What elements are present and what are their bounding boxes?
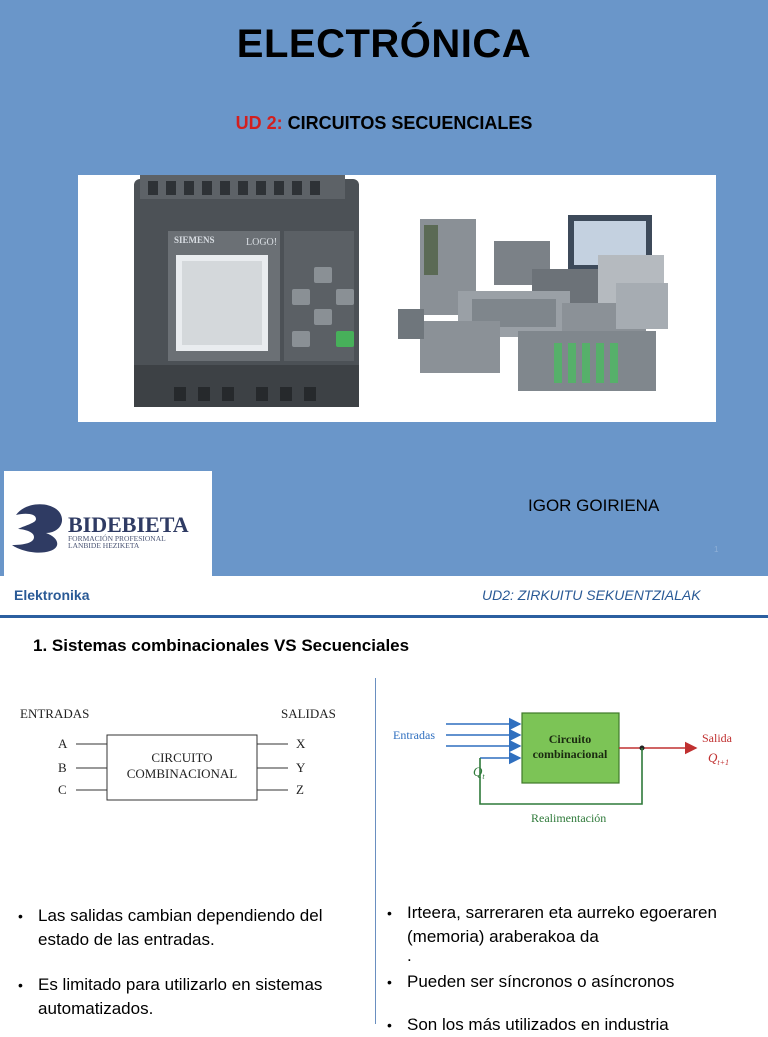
- subtitle-unit: UD 2:: [235, 113, 283, 133]
- sequential-diagram: Entradas Circuito combinacional Salida Q…: [393, 712, 733, 825]
- header-divider: [0, 615, 768, 618]
- comb-inputs-label: ENTRADAS: [20, 706, 89, 721]
- plc-photo: SIEMENS LOGO!: [78, 175, 716, 422]
- logo-line1: FORMACIÓN PROFESIONAL: [68, 533, 166, 543]
- seq-box-line2: combinacional: [533, 747, 608, 761]
- comb-input-a: A: [58, 736, 68, 751]
- left-bullet-2: •Es limitado para utilizarlo en sistemas…: [18, 975, 323, 1018]
- comb-output-z: Z: [296, 782, 304, 797]
- right-bullet-2: •Pueden ser síncronos o asíncronos: [387, 972, 675, 991]
- comb-input-b: B: [58, 760, 67, 775]
- right-bullet-1-continuation: .: [407, 946, 412, 965]
- seq-q-out: Qt+1: [708, 750, 729, 767]
- slide-subtitle: UD 2: CIRCUITOS SECUENCIALES: [0, 113, 768, 134]
- logo-name: BIDEBIETA: [68, 512, 189, 537]
- comb-outputs-label: SALIDAS: [281, 706, 336, 721]
- comb-output-y: Y: [296, 760, 306, 775]
- right-bullet-3: •Son los más utilizados en industria: [387, 1015, 669, 1034]
- bidebieta-logo: BIDEBIETA FORMACIÓN PROFESIONAL LANBIDE …: [4, 471, 212, 576]
- page-number: 1: [714, 545, 719, 554]
- seq-inputs-label: Entradas: [393, 728, 435, 742]
- plc-model: LOGO!: [246, 237, 277, 248]
- seq-box-line1: Circuito: [549, 732, 591, 746]
- comb-box-line2: COMBINACIONAL: [127, 766, 238, 781]
- subtitle-text: CIRCUITOS SECUENCIALES: [282, 113, 533, 133]
- plc-brand: SIEMENS: [174, 235, 215, 245]
- logo-line2: LANBIDE HEZIKETA: [68, 541, 140, 550]
- comb-input-c: C: [58, 782, 67, 797]
- bidebieta-logo-graphic: BIDEBIETA FORMACIÓN PROFESIONAL LANBIDE …: [12, 504, 189, 553]
- author-name: IGOR GOIRIENA: [528, 496, 660, 515]
- comb-output-x: X: [296, 736, 306, 751]
- column-divider: [375, 678, 376, 1024]
- slide-title: ELECTRÓNICA: [236, 22, 532, 66]
- right-bullet-1: •Irteera, sarreraren eta aurreko egoerar…: [387, 903, 717, 946]
- seq-q-in: Qt: [473, 764, 485, 781]
- title-slide: ELECTRÓNICA UD 2: CIRCUITOS SECUENCIALES…: [0, 0, 768, 576]
- combinational-diagram: ENTRADAS SALIDAS CIRCUITO COMBINACIONAL …: [20, 706, 336, 801]
- header-unit: UD2: ZIRKUITU SEKUENTZIALAK: [482, 587, 701, 603]
- content-slide: Elektronika UD2: ZIRKUITU SEKUENTZIALAK …: [0, 576, 768, 1034]
- comb-box-line1: CIRCUITO: [151, 750, 212, 765]
- left-bullet-1: •Las salidas cambian dependiendo del est…: [18, 906, 323, 949]
- seq-output-label: Salida: [702, 731, 733, 745]
- plc-illustration: SIEMENS LOGO!: [134, 175, 668, 407]
- seq-feedback-label: Realimentación: [531, 811, 606, 825]
- section-title: 1. Sistemas combinacionales VS Secuencia…: [33, 636, 410, 655]
- header-course: Elektronika: [14, 587, 90, 603]
